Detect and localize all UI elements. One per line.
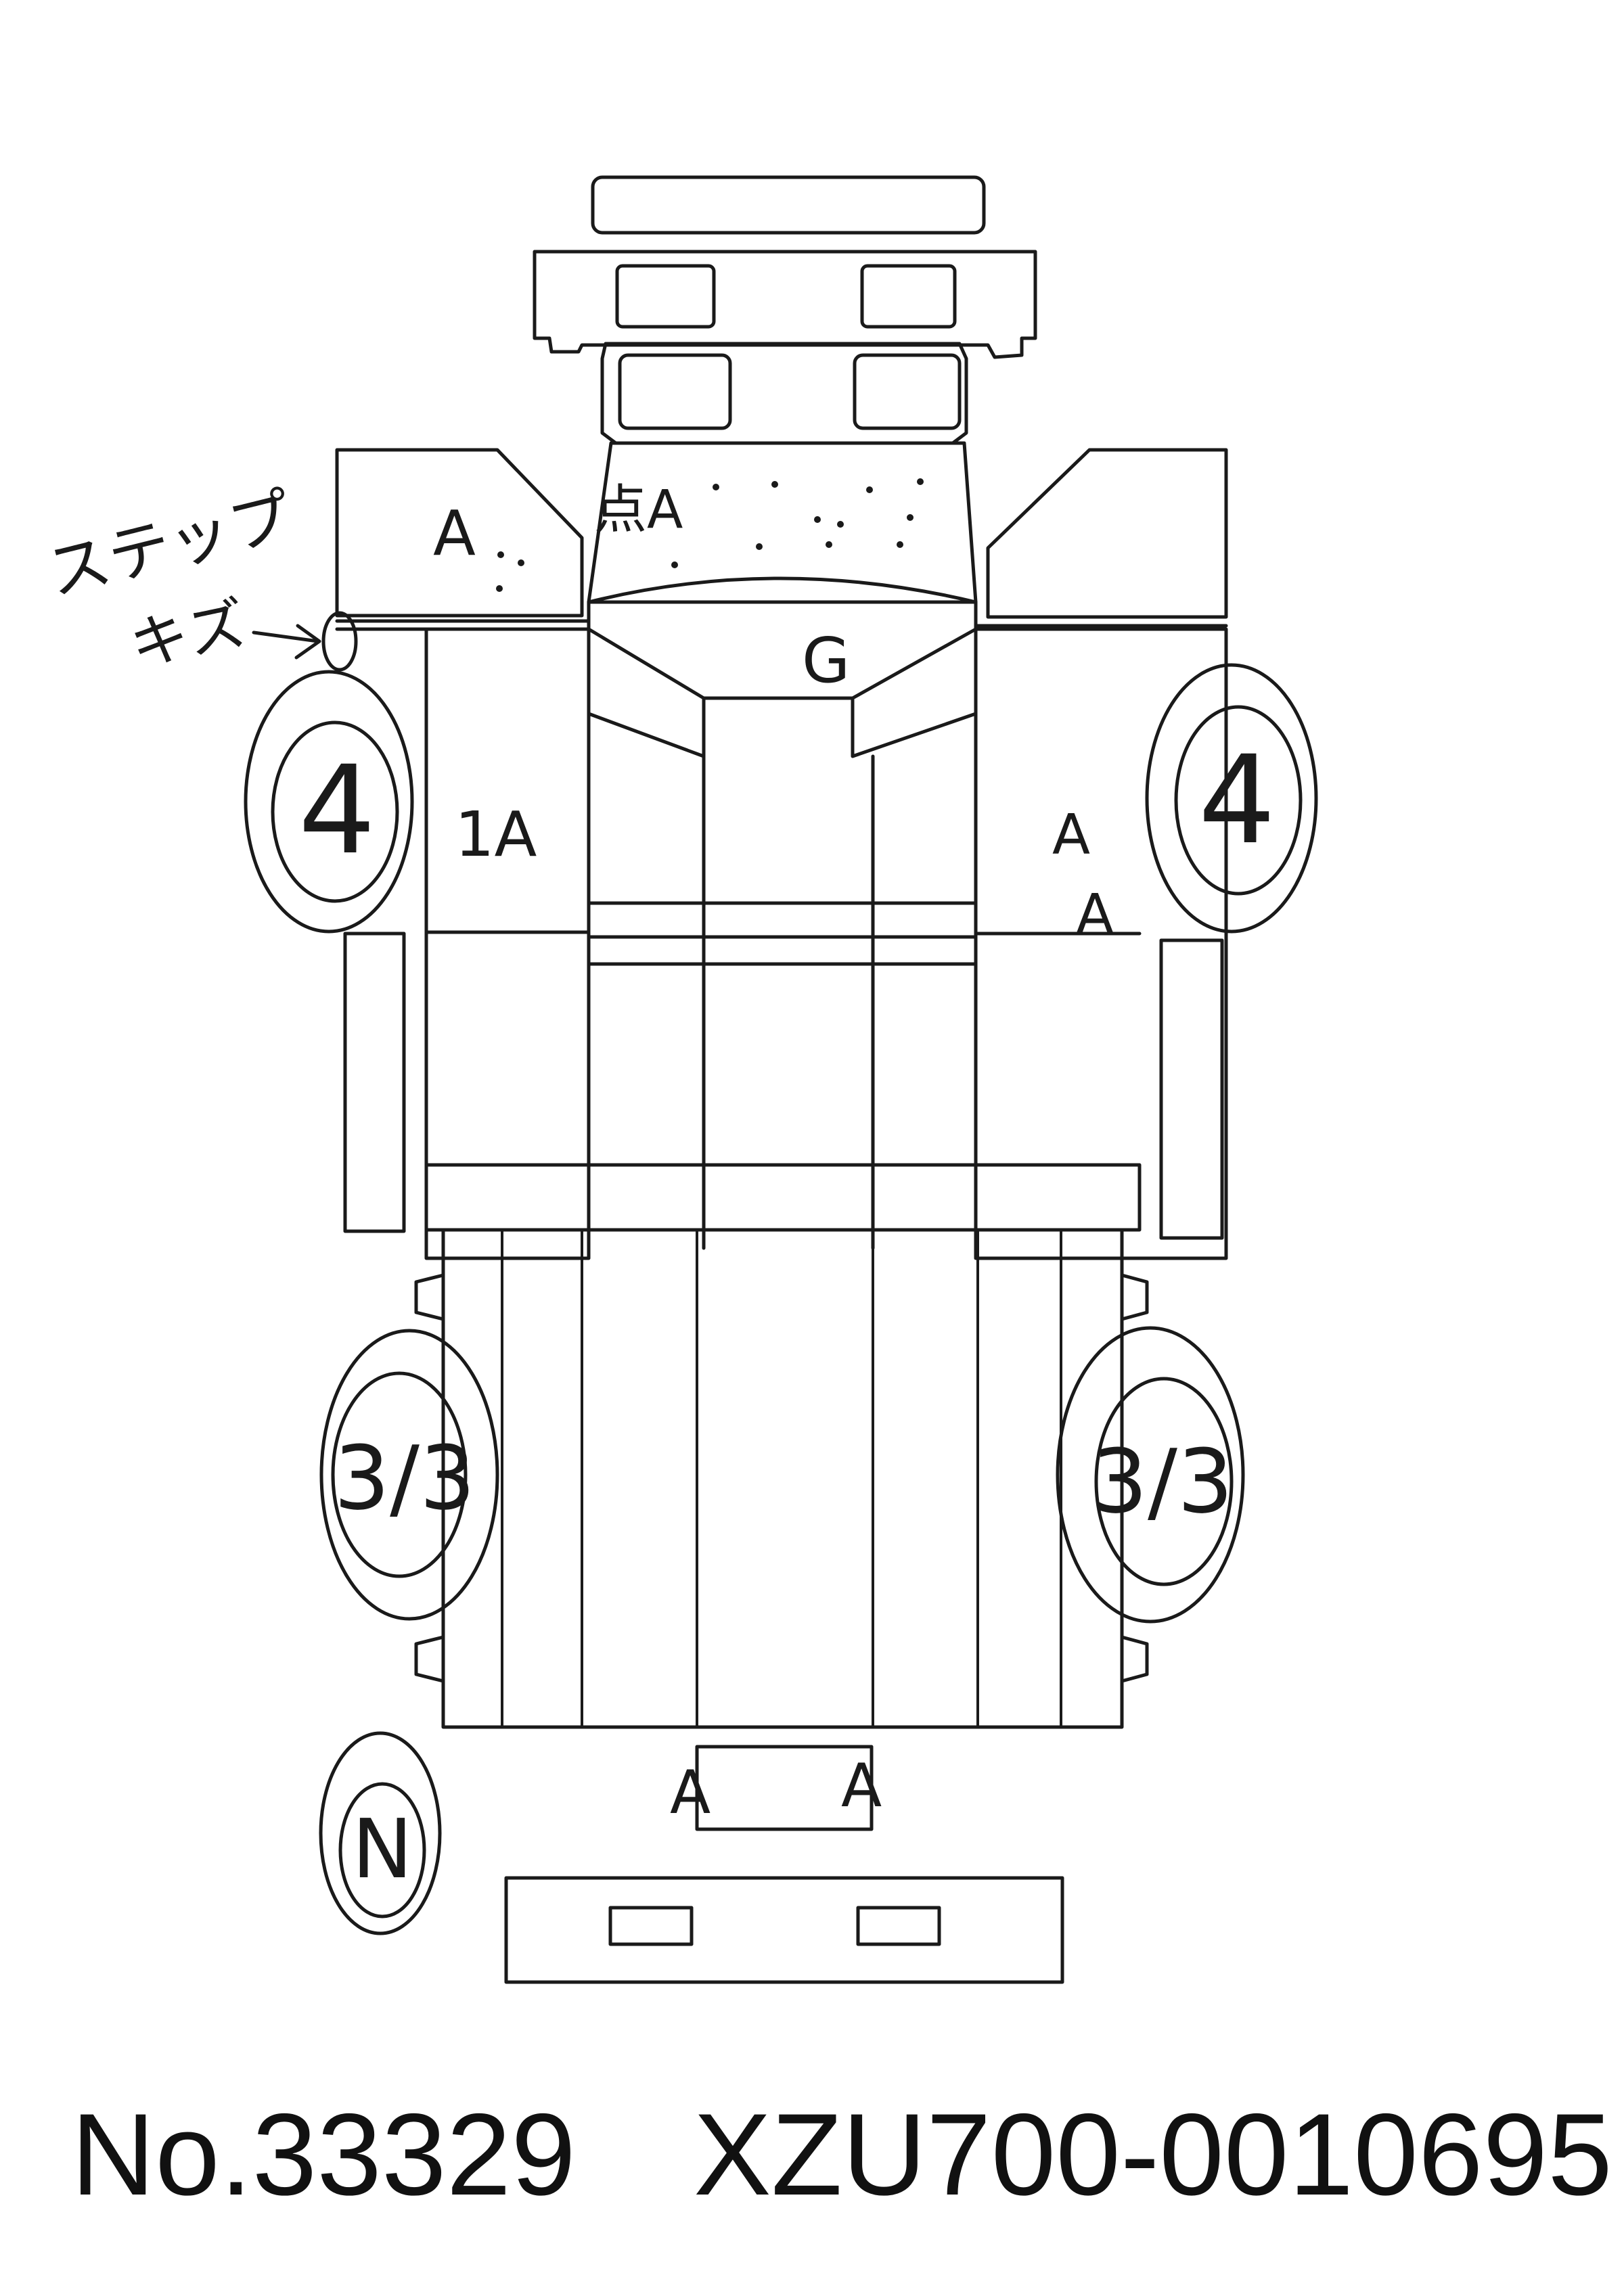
arrow-line <box>252 630 320 643</box>
scratch-circle <box>321 611 358 672</box>
spot-dot <box>771 481 778 488</box>
front-right-tire-grade: 4 <box>1198 730 1276 871</box>
rear-bumper <box>504 1876 1064 1984</box>
front-bumper <box>591 175 986 235</box>
cab-rear-crossbar <box>424 1163 1142 1232</box>
mark-left-door: 1A <box>455 798 537 871</box>
step-note-line2: キズ <box>125 590 252 681</box>
spot-dot <box>814 516 821 523</box>
spot-dot <box>671 561 678 568</box>
spot-dot <box>826 541 832 548</box>
step-scratch-note: ステップ キズ <box>40 479 358 681</box>
dent-dot <box>497 551 504 558</box>
rear-left-tire: 3/3 <box>319 1329 499 1621</box>
mark-rear-right: A <box>841 1751 882 1820</box>
mark-hood-left: A <box>433 497 476 570</box>
damage-marks: A 点A G 1A A A A A <box>433 478 1114 1827</box>
rear-right-tire-grade: 3/3 <box>1091 1430 1233 1533</box>
mark-right-door-upper: A <box>1052 803 1090 867</box>
rear-plate <box>695 1745 874 1831</box>
spot-dot <box>917 478 924 485</box>
dent-dot <box>496 585 503 592</box>
right-cab-side <box>974 448 1228 628</box>
arrow-head <box>294 624 321 660</box>
mark-rear-left: A <box>670 1758 710 1827</box>
spot-dot <box>756 543 763 550</box>
front-left-tire: 4 <box>244 670 414 934</box>
footer: No.33329 XZU700-0010695 <box>71 2090 1612 2220</box>
rear-left-tire-grade: 3/3 <box>334 1427 475 1530</box>
spot-dot <box>897 541 903 548</box>
spot-dot <box>713 484 719 490</box>
spot-dot <box>866 486 873 493</box>
side-steps <box>343 932 1224 1240</box>
front-left-tire-grade: 4 <box>298 740 376 881</box>
stock-number: No.33329 <box>71 2090 576 2220</box>
spot-dot <box>907 514 914 521</box>
cargo-bed <box>414 1228 1149 1729</box>
spare-tire: N <box>319 1731 442 1935</box>
step-note-line1: ステップ <box>40 479 299 610</box>
chassis-number: XZU700-0010695 <box>694 2090 1612 2220</box>
mark-windshield: G <box>802 624 850 697</box>
mark-hood-spots: 点A <box>594 480 683 541</box>
spare-tire-grade: N <box>352 1803 413 1897</box>
front-right-tire: 4 <box>1145 663 1318 934</box>
mark-right-door-lower: A <box>1076 883 1114 947</box>
cab-windshield <box>600 342 968 445</box>
rear-right-tire: 3/3 <box>1056 1326 1245 1624</box>
dent-dot <box>518 559 524 566</box>
front-grille-panel <box>533 250 1037 359</box>
spot-dot <box>837 521 844 528</box>
